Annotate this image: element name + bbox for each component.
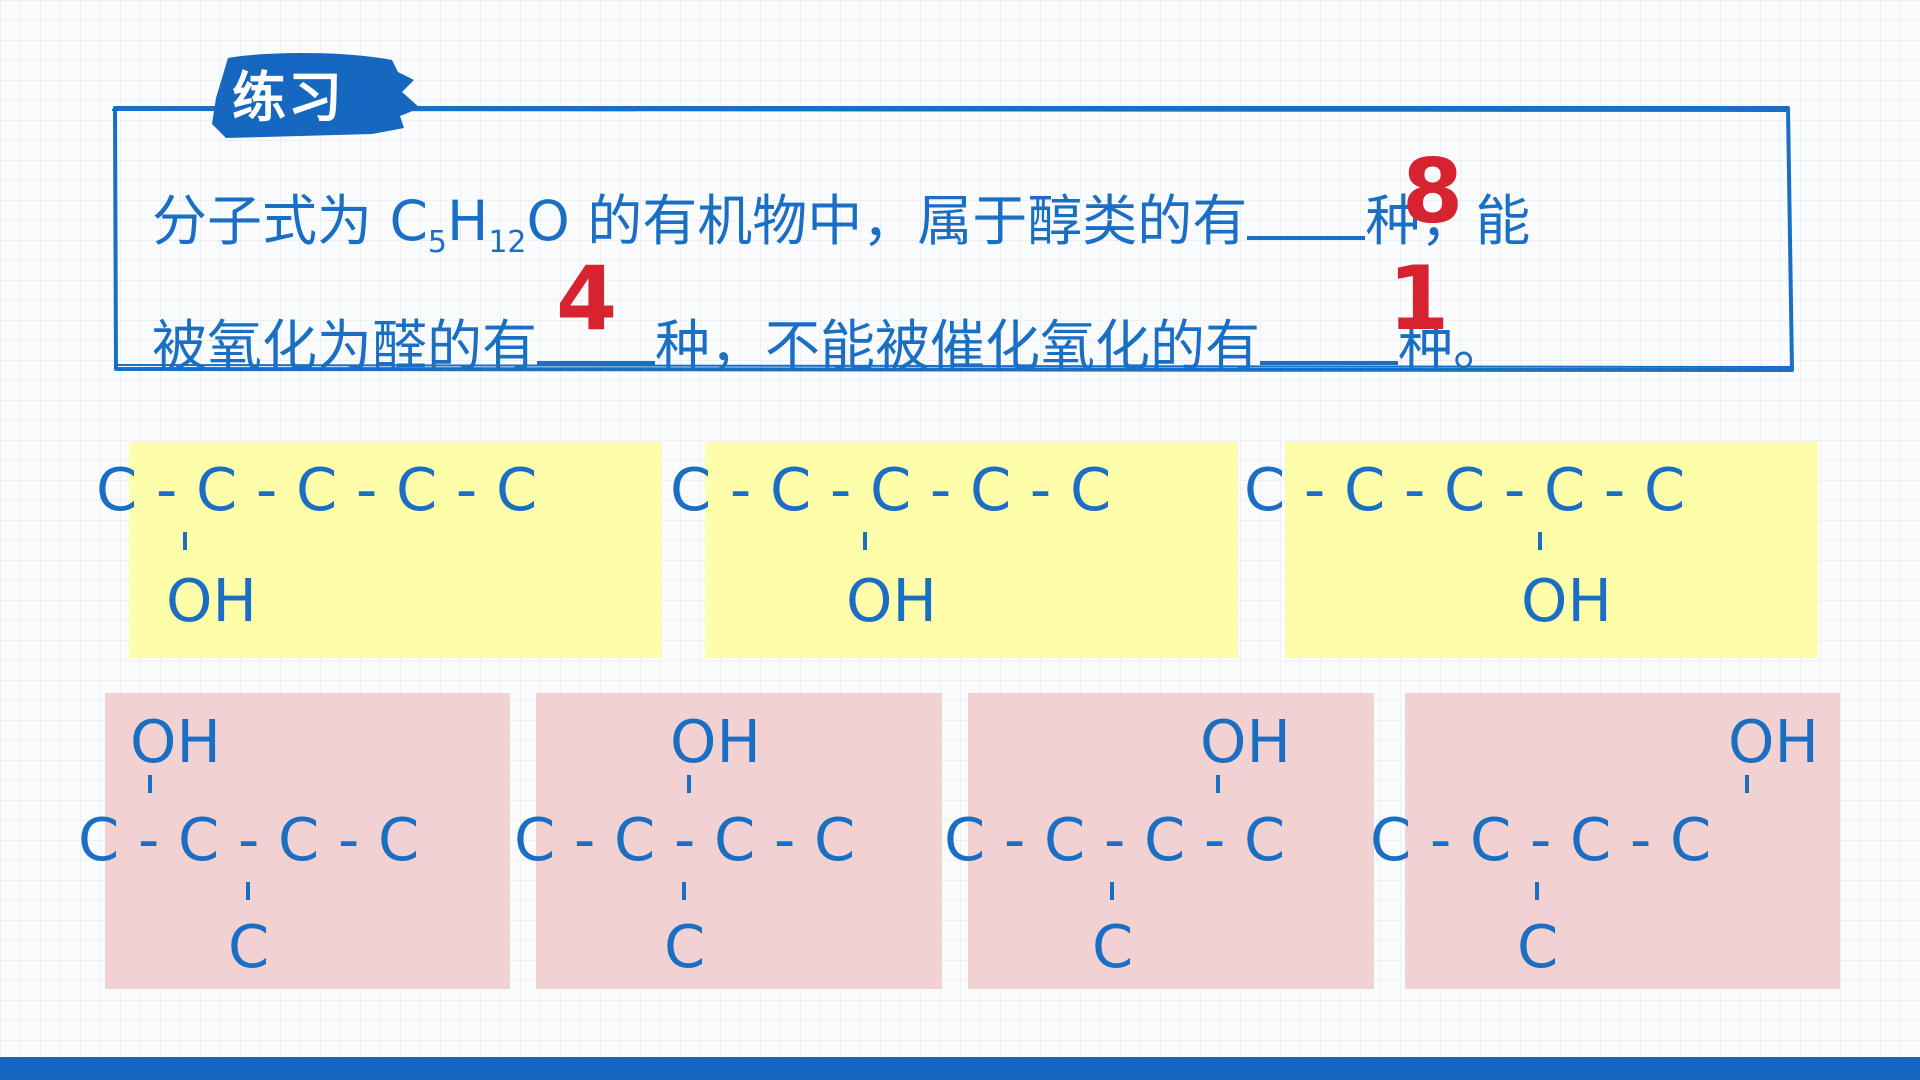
structure-7-chain: C - C - C - C: [1370, 805, 1712, 874]
structure-3-oh: OH: [1521, 566, 1612, 635]
blank-aldehyde: [537, 305, 656, 365]
structure-box-3: [1285, 442, 1818, 658]
structure-5-oh: OH: [670, 707, 761, 776]
structure-5-bond-oh: [687, 775, 691, 793]
bottom-bar: [0, 1057, 1920, 1080]
structure-1-chain: C - C - C - C - C: [96, 455, 538, 524]
answer-aldehyde: 4: [556, 247, 618, 350]
structure-box-5: [536, 693, 942, 989]
question-line-2: 被氧化为醛的有种，不能被催化氧化的有种。: [152, 305, 1508, 379]
badge-label: 练习: [232, 66, 344, 129]
structure-3-bond: [1538, 532, 1542, 550]
structure-6-bond-c: [1110, 882, 1114, 900]
structure-4-oh: OH: [130, 707, 221, 776]
structure-4-methyl: C: [228, 912, 270, 981]
structure-4-chain: C - C - C - C: [78, 805, 420, 874]
structure-box-4: [105, 693, 510, 989]
structure-5-chain: C - C - C - C: [514, 805, 856, 874]
structure-6-methyl: C: [1092, 912, 1134, 981]
blank-alcohols: [1247, 180, 1366, 240]
structure-7-methyl: C: [1517, 912, 1559, 981]
structure-7-bond-oh: [1745, 775, 1749, 793]
structure-1-oh: OH: [166, 566, 257, 635]
structure-6-oh: OH: [1200, 707, 1291, 776]
structure-7-oh: OH: [1728, 707, 1819, 776]
structure-box-6: [968, 693, 1374, 989]
structure-box-7: [1405, 693, 1840, 989]
structure-2-oh: OH: [846, 566, 937, 635]
structure-3-chain: C - C - C - C - C: [1244, 455, 1686, 524]
structure-5-bond-c: [682, 882, 686, 900]
answer-not-oxidized: 1: [1388, 247, 1450, 350]
structure-6-bond-oh: [1216, 775, 1220, 793]
structure-box-2: [705, 442, 1238, 658]
structure-4-bond-oh: [148, 775, 152, 793]
structure-box-1: [129, 442, 662, 658]
structure-4-bond-c: [246, 882, 250, 900]
structure-7-bond-c: [1535, 882, 1539, 900]
structure-5-methyl: C: [664, 912, 706, 981]
structure-2-bond: [863, 532, 867, 550]
structure-6-chain: C - C - C - C: [944, 805, 1286, 874]
answer-alcohols: 8: [1402, 140, 1464, 243]
blank-not-oxidized: [1260, 305, 1399, 365]
question-line-1: 分子式为 C5H12O 的有机物中，属于醇类的有种，能: [152, 180, 1530, 276]
structure-1-bond: [183, 532, 187, 550]
badge-shape: [212, 53, 420, 138]
structure-2-chain: C - C - C - C - C: [670, 455, 1112, 524]
